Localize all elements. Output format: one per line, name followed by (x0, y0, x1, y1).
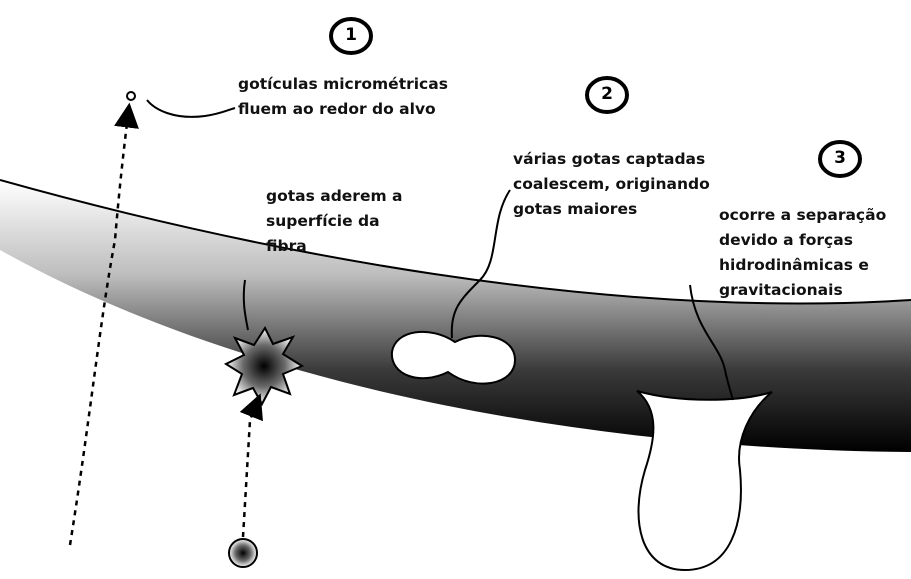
step-1-circle (329, 17, 373, 55)
incoming-droplet (228, 538, 258, 568)
adhesion-line-3: fibra (266, 237, 307, 255)
leader-line-3 (689, 284, 734, 401)
step-3-line-3: hidrodinâmicas e (719, 256, 869, 274)
fiber-top-edge (0, 179, 911, 305)
micro-droplet (126, 91, 136, 101)
step-3-line-1: ocorre a separação (719, 206, 887, 224)
separating-drop (636, 390, 773, 572)
fiber (0, 180, 911, 452)
leader-line-1 (146, 99, 236, 118)
step-3-number: 3 (834, 148, 846, 168)
step-2-number: 2 (601, 84, 613, 104)
step-1-number: 1 (345, 25, 357, 45)
adhering-droplet (223, 325, 305, 407)
step-3-line-4: gravitacionais (719, 281, 843, 299)
step-3-circle (818, 140, 862, 178)
leader-line-adhesion (242, 279, 249, 331)
incoming-droplet-path (239, 393, 263, 538)
adhesion-label: gotas aderem a superfície da fibra (266, 184, 402, 259)
step-2-line-2: coalescem, originando (513, 175, 710, 193)
droplet-path-curve (68, 102, 139, 546)
step-2-line-3: gotas maiores (513, 200, 638, 218)
leader-line-2 (450, 189, 511, 339)
step-3-line-2: devido a forças (719, 231, 853, 249)
adhesion-line-2: superfície da (266, 212, 380, 230)
coalescing-droplets (390, 330, 517, 385)
step-2-label: várias gotas captadas coalescem, origina… (513, 147, 710, 222)
adhesion-line-1: gotas aderem a (266, 187, 403, 205)
step-1-line-1: gotículas micrométricas (238, 75, 448, 93)
step-2-line-1: várias gotas captadas (513, 150, 706, 168)
step-1-line-2: fluem ao redor do alvo (238, 100, 436, 118)
step-3-label: ocorre a separação devido a forças hidro… (719, 203, 886, 303)
step-2-circle (585, 76, 629, 114)
step-1-label: gotículas micrométricas fluem ao redor d… (238, 72, 448, 122)
